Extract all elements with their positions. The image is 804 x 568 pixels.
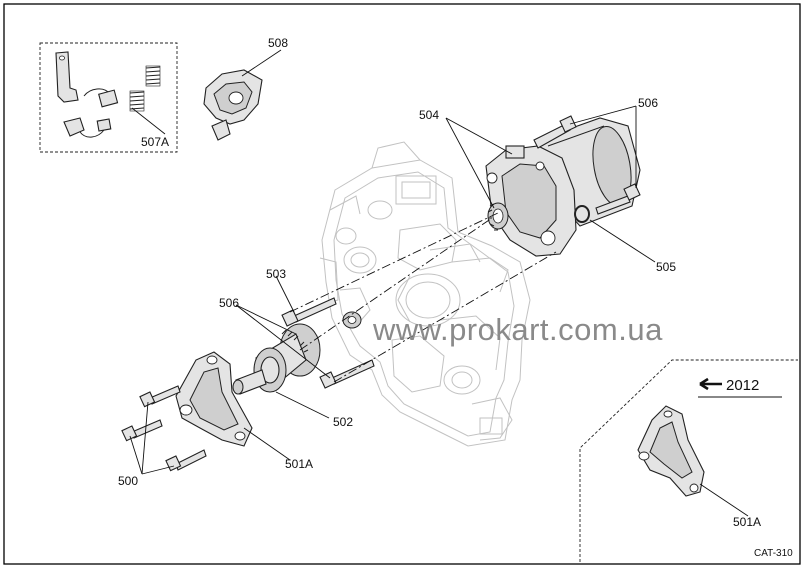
bolt-503 xyxy=(281,297,337,327)
starter-drive-gear-502 xyxy=(232,323,321,395)
inset-frame-507A xyxy=(39,42,178,153)
inset-2012-frame xyxy=(579,359,798,562)
callout-504: 504 xyxy=(419,108,439,122)
arrow-left-icon xyxy=(699,377,722,391)
starter-motor xyxy=(485,115,641,257)
bolts-500 xyxy=(121,385,207,472)
callout-501A-inset: 501A xyxy=(733,515,761,529)
engine-crankcase-outline xyxy=(319,141,531,447)
brush-spring-lower xyxy=(129,90,145,112)
watermark-text: www.prokart.com.ua xyxy=(372,312,663,347)
bushing xyxy=(342,311,362,329)
inset-2012: 2012 xyxy=(579,359,798,562)
assembly-axes xyxy=(289,211,557,383)
brush-plate-cover-508 xyxy=(203,69,263,141)
callout-502: 502 xyxy=(333,415,353,429)
brush-spring-upper xyxy=(145,65,161,87)
callout-500: 500 xyxy=(118,474,138,488)
diagram-border xyxy=(3,3,801,565)
callout-506-right: 506 xyxy=(638,96,658,110)
callout-labels: 508 507A 504 506 505 503 506 502 501A 50… xyxy=(118,36,761,529)
bolt-506-lower xyxy=(319,359,375,389)
callout-507A: 507A xyxy=(141,135,169,149)
figure-code: CAT-310 xyxy=(754,548,793,559)
starter-cover-501A xyxy=(175,351,253,447)
callout-503: 503 xyxy=(266,267,286,281)
brush-bracket xyxy=(55,51,79,103)
callout-506-left: 506 xyxy=(219,296,239,310)
callout-505: 505 xyxy=(656,260,676,274)
callout-508: 508 xyxy=(268,36,288,50)
starter-cover-501A-2012 xyxy=(637,405,705,497)
leader-lines xyxy=(129,49,749,517)
callout-501A-main: 501A xyxy=(285,457,313,471)
inset-year-label: 2012 xyxy=(726,377,759,394)
brush-holder-inset xyxy=(39,42,178,153)
brush-block xyxy=(63,117,85,137)
